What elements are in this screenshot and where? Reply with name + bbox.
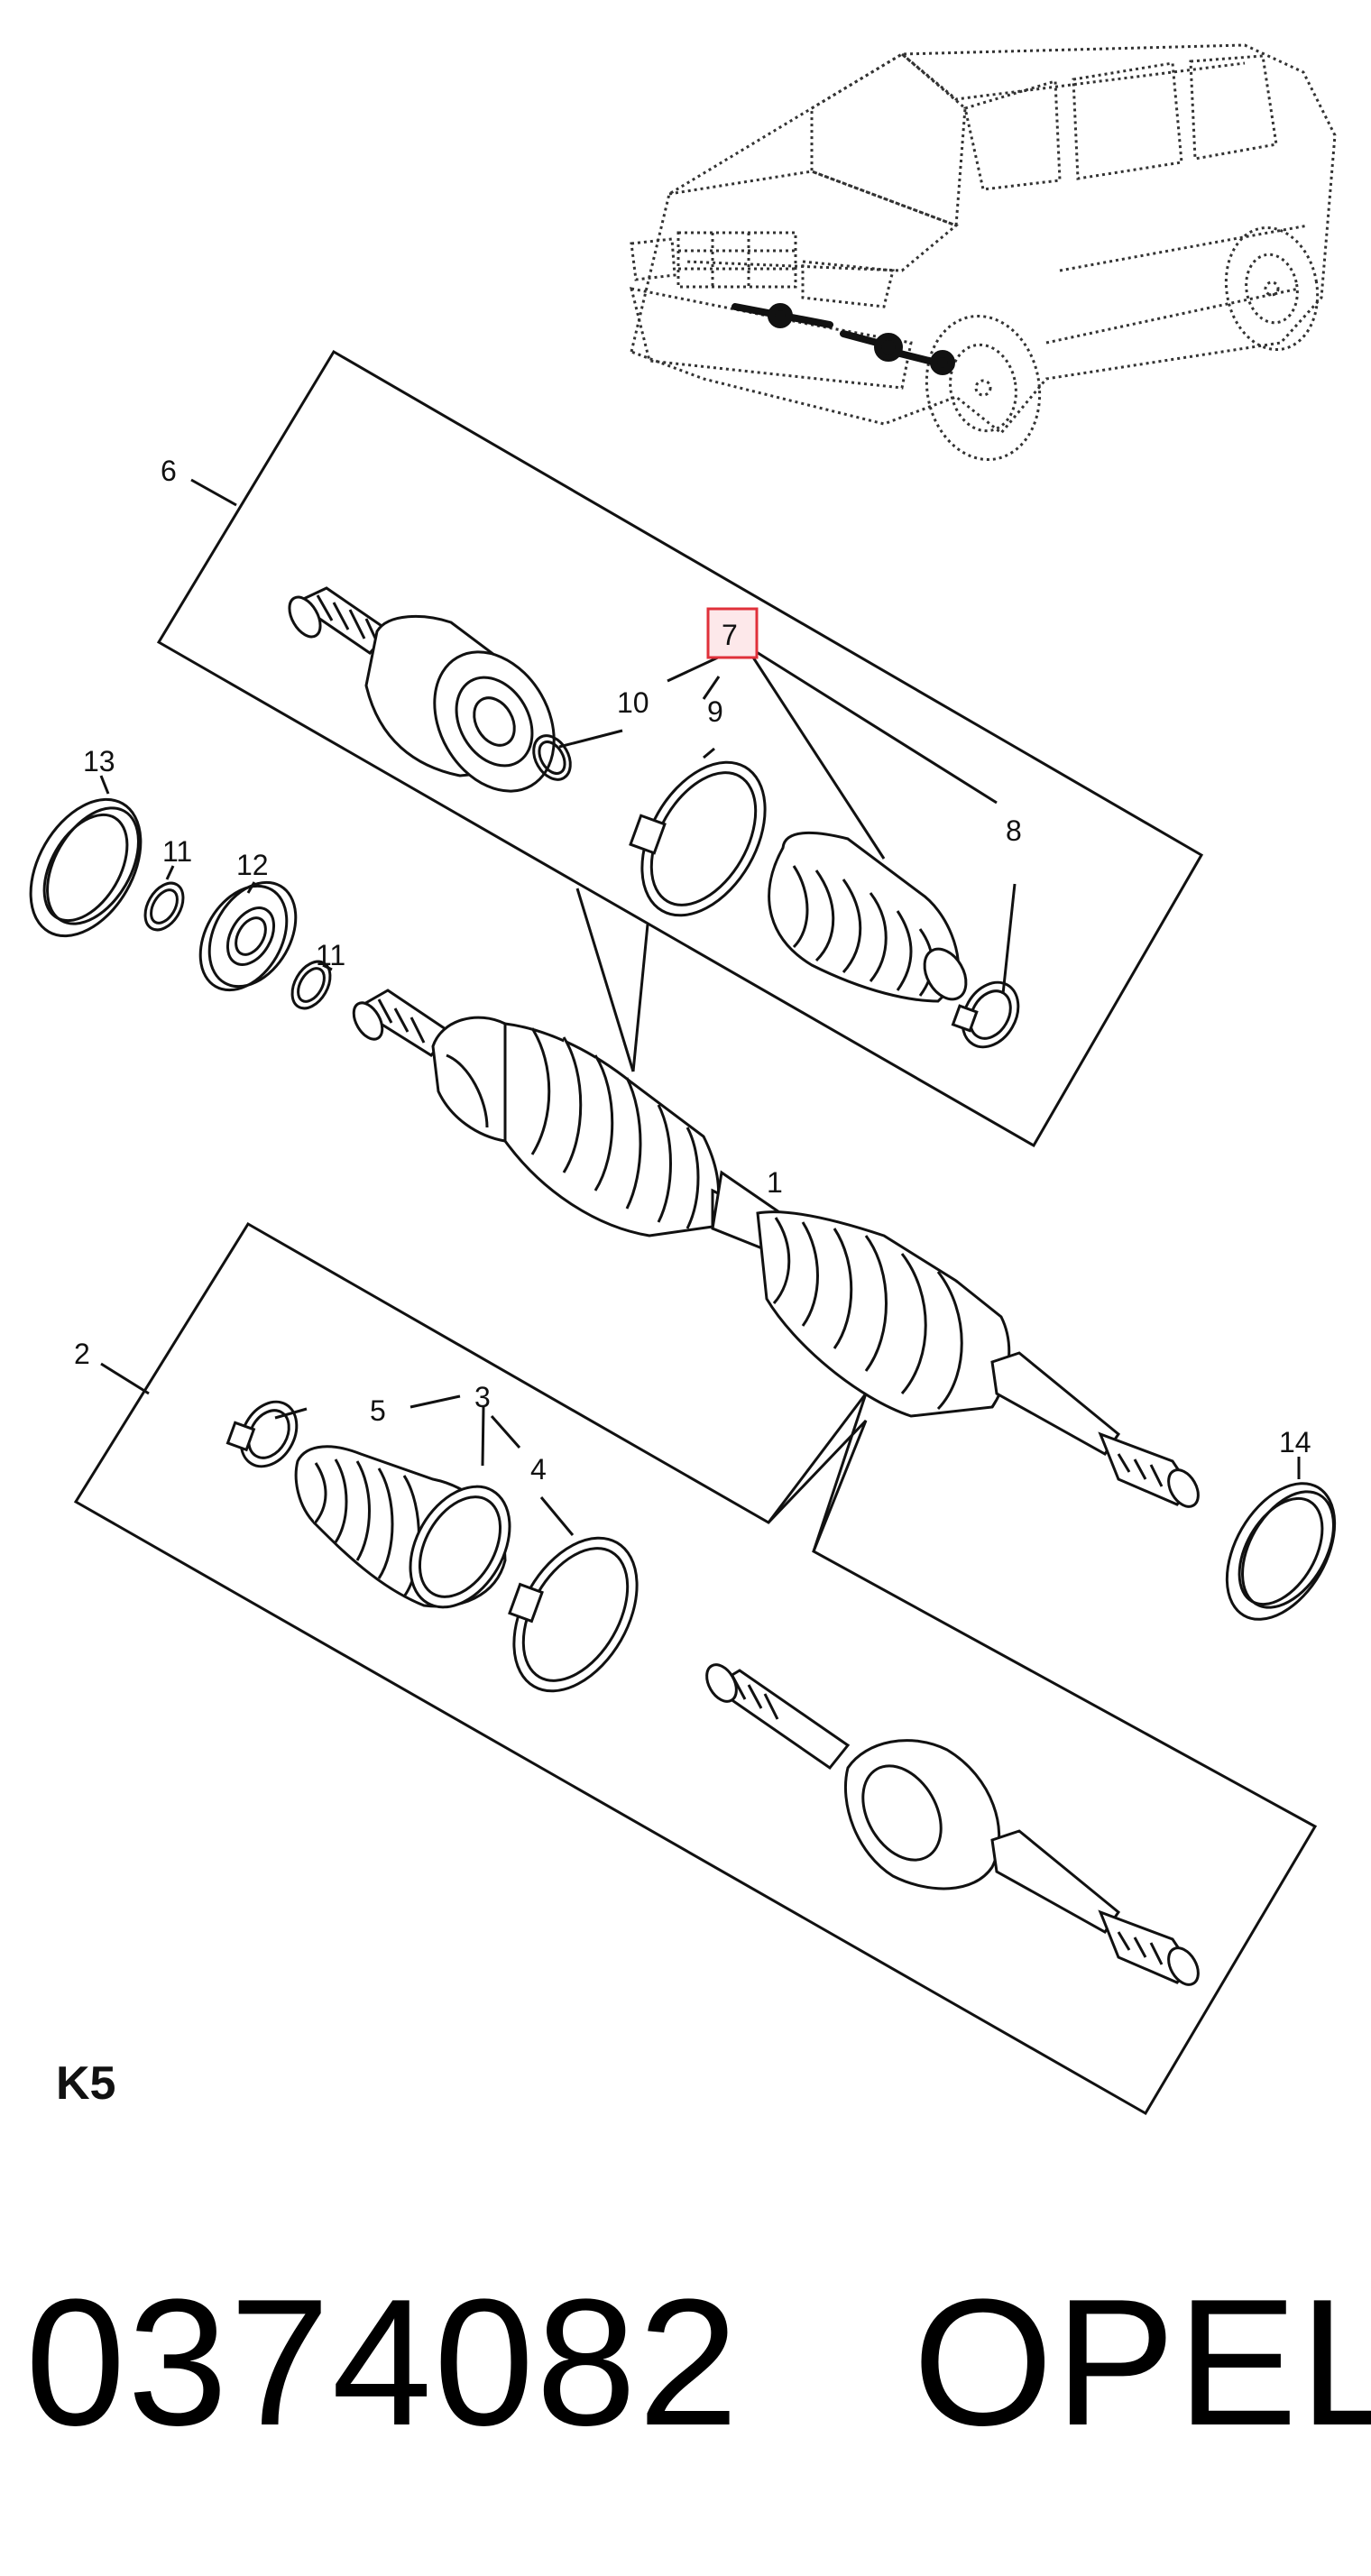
callout-1: 1 (767, 1166, 783, 1199)
upper-kit-leader (575, 888, 649, 1072)
boot-clamp-9 (629, 760, 767, 917)
seal-13 (29, 797, 143, 938)
callout-2: 2 (74, 1338, 90, 1370)
callout-3: 3 (474, 1381, 491, 1413)
callout-7-highlight (706, 607, 759, 659)
callout-9: 9 (707, 695, 723, 728)
circlip-11-lower (290, 960, 332, 1010)
part-number: 0374082 (25, 2262, 741, 2463)
boot-clamp-8 (951, 980, 1020, 1049)
vehicle-wheels (925, 225, 1320, 462)
callout-13: 13 (83, 745, 115, 777)
section-code-label: K5 (56, 2057, 116, 2110)
brand-name: OPEL (913, 2262, 1371, 2463)
boot-clamp-4 (508, 1536, 639, 1693)
outer-joint-kit-frame (73, 1221, 1318, 2116)
boot-7 (768, 831, 968, 1003)
drive-shaft-assembly (352, 989, 1200, 1508)
inner-cv-joint-housing (288, 586, 556, 793)
outer-cv-joint (705, 1663, 1200, 1986)
callout-4: 4 (530, 1453, 547, 1486)
callout-8: 8 (1006, 814, 1022, 847)
callout-14: 14 (1279, 1426, 1311, 1458)
callout-12: 12 (236, 849, 269, 881)
inner-joint-kit-frame (156, 349, 1204, 1148)
callout-10: 10 (617, 686, 649, 719)
callout-11-lower: 11 (316, 939, 345, 971)
callout-5: 5 (370, 1394, 386, 1427)
callout-leaders (99, 478, 1301, 1536)
circlip-10 (532, 734, 572, 781)
circlip-11-upper (143, 881, 185, 932)
lower-kit-leader (767, 1393, 868, 1552)
boot-3 (294, 1445, 511, 1609)
boot-clamp-5 (225, 1400, 299, 1468)
vehicle-outline (629, 43, 1337, 436)
callout-11-upper: 11 (162, 835, 192, 868)
drive-shaft-exploded-diagram: 6 7 10 9 8 13 11 12 11 1 2 5 3 4 14 (29, 43, 1337, 2116)
vehicle-drive-shaft-marker (732, 303, 955, 375)
callout-6: 6 (161, 455, 177, 487)
callout-7: 7 (722, 619, 738, 651)
seal-14 (1225, 1482, 1337, 1621)
bearing-12 (198, 880, 298, 992)
